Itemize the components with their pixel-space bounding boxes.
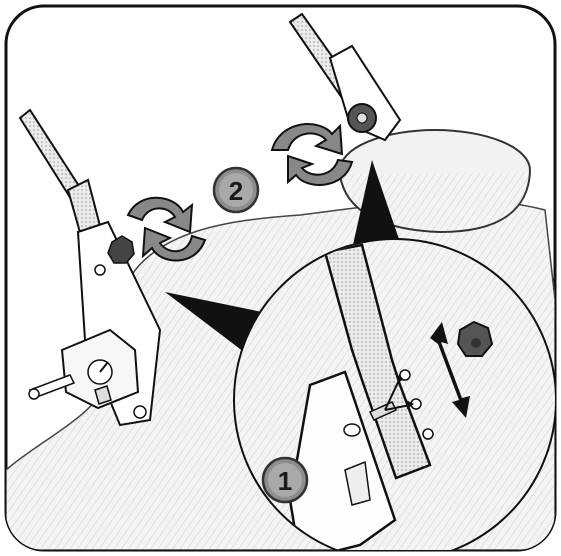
step-label-1: 1 (278, 466, 292, 496)
left-star-knob-icon (107, 235, 135, 264)
step-badge-2: 2 (212, 166, 260, 214)
rotate-arrow-icon (270, 123, 354, 186)
lens-bolt (368, 401, 398, 421)
callout-pointer-top (350, 160, 402, 258)
callout-pointer-left (165, 292, 262, 355)
step-badge-1: 1 (261, 456, 309, 504)
double-arrow-icon (430, 322, 470, 418)
rotate-arrow-icon (126, 196, 207, 262)
step-label-2: 2 (229, 176, 243, 206)
lens-handle-bar (323, 243, 432, 480)
